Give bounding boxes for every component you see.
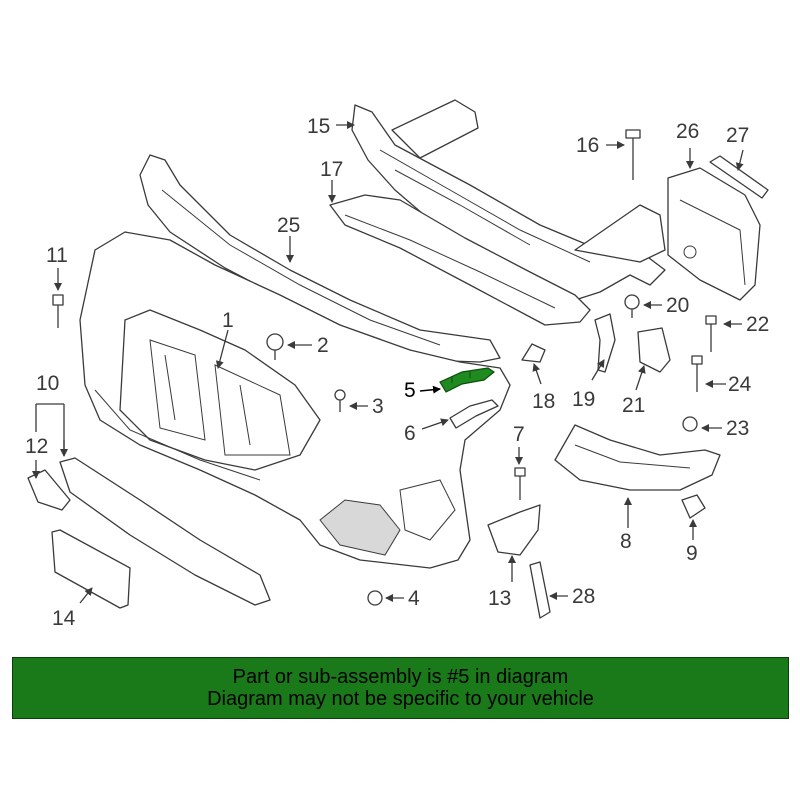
callout-24: 24 xyxy=(728,373,752,396)
part-26-crash-box xyxy=(667,167,761,301)
part-6-bracket xyxy=(449,399,499,429)
callout-6: 6 xyxy=(404,422,416,445)
callout-26: 26 xyxy=(676,120,699,143)
callout-2: 2 xyxy=(317,334,329,357)
callout-27: 27 xyxy=(726,124,749,147)
callout-9: 9 xyxy=(686,542,698,565)
part-13-bracket xyxy=(487,504,541,556)
callout-19: 19 xyxy=(572,388,595,411)
callout-16: 16 xyxy=(576,134,599,157)
callout-20: 20 xyxy=(666,294,689,317)
callout-10: 10 xyxy=(36,372,59,395)
callout-12: 12 xyxy=(25,435,48,458)
callout-4: 4 xyxy=(408,587,420,610)
part-19-bracket xyxy=(594,313,616,373)
callout-3: 3 xyxy=(372,395,384,418)
part-8-side-bracket xyxy=(554,424,721,491)
part-5-bracket-highlighted xyxy=(439,367,496,393)
callout-22: 22 xyxy=(746,313,769,336)
callout-11: 11 xyxy=(46,244,68,267)
callout-21: 21 xyxy=(622,394,645,417)
info-banner: Part or sub-assembly is #5 in diagram Di… xyxy=(12,657,789,719)
part-25-upper-rail xyxy=(139,154,501,363)
callout-25: 25 xyxy=(277,214,300,237)
part-1-bumper-cover xyxy=(79,231,511,569)
callout-7: 7 xyxy=(513,423,525,446)
fastener-icons xyxy=(52,129,717,606)
callout-15: 15 xyxy=(307,115,330,138)
callout-17: 17 xyxy=(320,158,343,181)
part-27-gasket xyxy=(709,155,769,199)
callout-8: 8 xyxy=(620,530,632,553)
part-18-clip xyxy=(521,343,546,363)
part-12-side-trim xyxy=(27,469,71,511)
part-15-bumper-carrier xyxy=(351,99,666,301)
callout-1: 1 xyxy=(222,309,234,332)
part-9-clip xyxy=(681,494,706,519)
callout-23: 23 xyxy=(726,417,749,440)
callout-28: 28 xyxy=(572,585,595,608)
leader-lines xyxy=(32,121,744,604)
part-17-absorber xyxy=(329,194,591,326)
banner-line-2: Diagram may not be specific to your vehi… xyxy=(207,688,594,710)
callout-18: 18 xyxy=(532,390,555,413)
part-14-plate-bracket xyxy=(51,529,131,609)
callout-13: 13 xyxy=(488,587,511,610)
callout-5-highlighted: 5 xyxy=(404,379,416,402)
banner-line-1: Part or sub-assembly is #5 in diagram xyxy=(232,666,569,688)
callout-numbers: 15 17 25 1 2 3 4 5 6 7 8 9 10 11 12 13 1… xyxy=(25,115,769,630)
part-28-trim xyxy=(529,561,551,619)
part-10-lower-strip xyxy=(59,457,271,606)
callout-14: 14 xyxy=(52,607,76,630)
part-21-bracket xyxy=(637,327,671,373)
